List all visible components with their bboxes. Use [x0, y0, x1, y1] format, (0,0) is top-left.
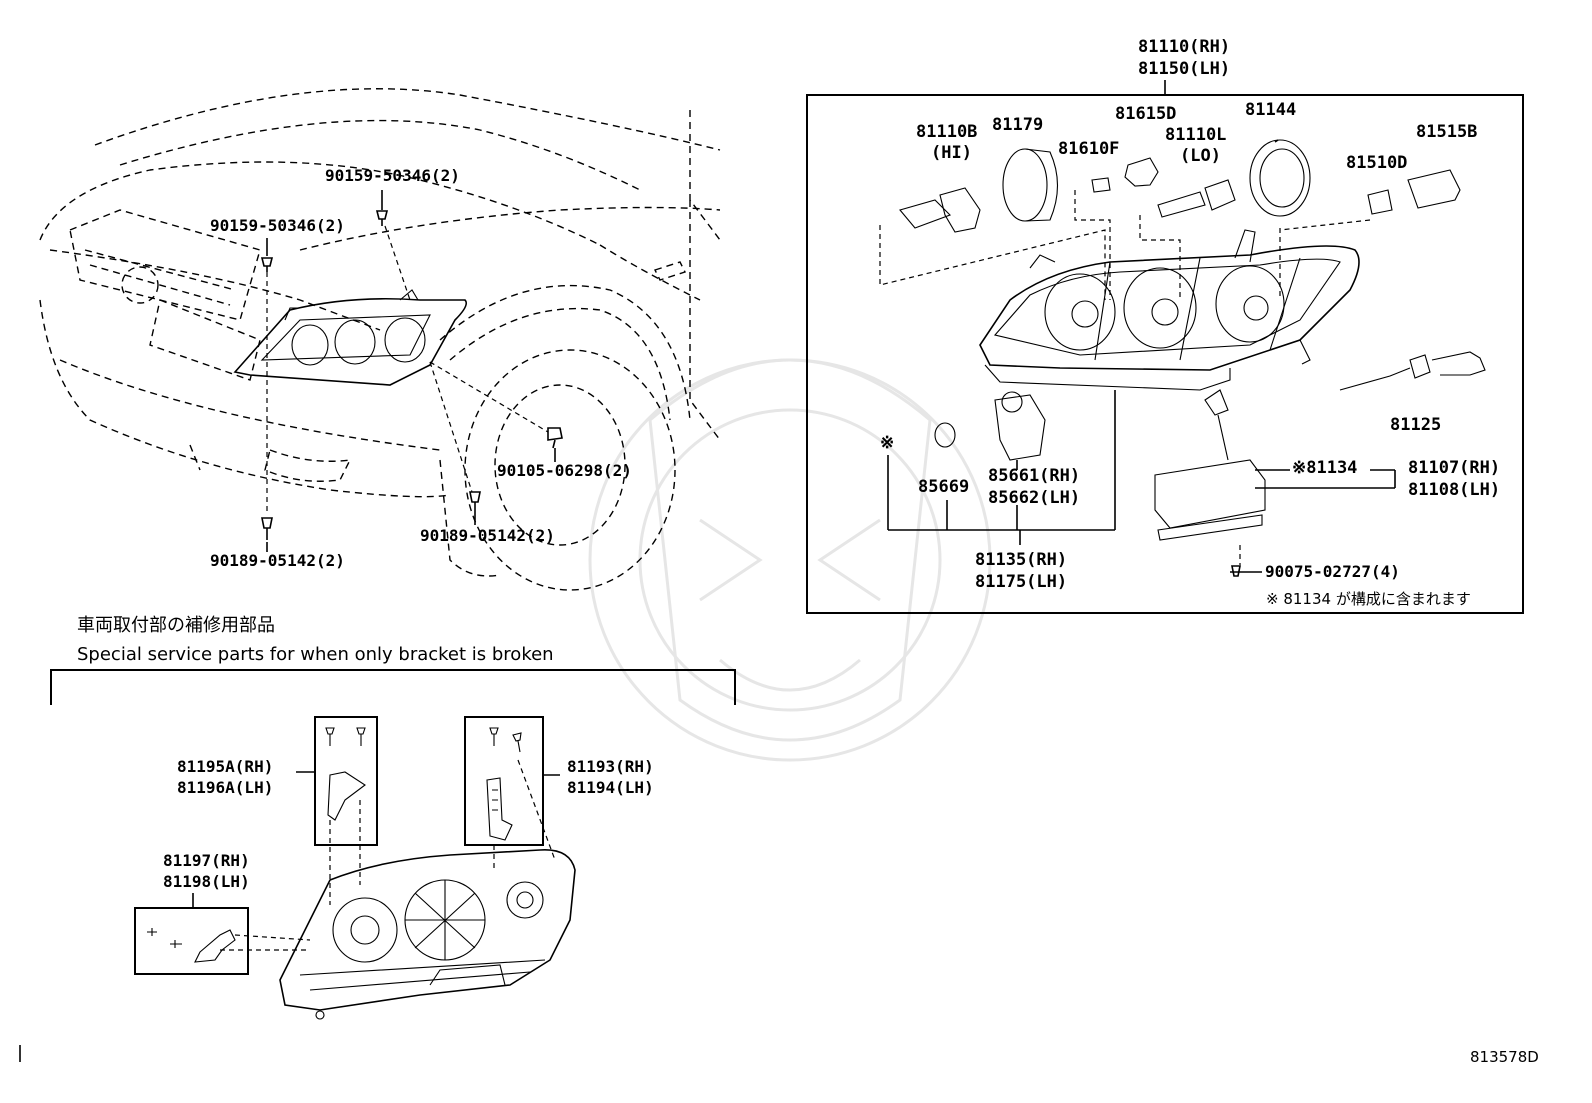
label-clip-mid: 90189-05142(2) [420, 526, 555, 545]
label-asterisk: ※ [880, 433, 894, 453]
label-81110l: 81110L [1165, 125, 1226, 145]
clip-icon [261, 517, 273, 540]
diagram-id: 813578D [1470, 1048, 1539, 1066]
label-81510d: 81510D [1346, 153, 1407, 173]
car-front-illustration [39, 88, 721, 591]
label-81515b: 81515B [1416, 122, 1477, 142]
bolt-icon [375, 210, 389, 226]
clip-icon [469, 491, 481, 510]
label-85661: 85661(RH) [988, 466, 1080, 486]
label-85669: 85669 [918, 477, 969, 497]
label-81193: 81193(RH) [567, 757, 654, 776]
section-title-jp: 車両取付部の補修用部品 [77, 615, 275, 636]
label-81179: 81179 [992, 115, 1043, 135]
bracket-box-81193 [464, 716, 544, 846]
label-81195a: 81195A(RH) [177, 757, 273, 776]
rear-headlamp-illustration [147, 727, 576, 1020]
screw-icon [547, 427, 563, 449]
label-81144: 81144 [1245, 100, 1296, 120]
label-81175: 81175(LH) [975, 572, 1067, 592]
assembly-box [806, 94, 1524, 614]
label-81194: 81194(LH) [567, 778, 654, 797]
label-clip-left: 90189-05142(2) [210, 551, 345, 570]
label-81108: 81108(LH) [1408, 480, 1500, 500]
label-81197: 81197(RH) [163, 851, 250, 870]
label-85662: 85662(LH) [988, 488, 1080, 508]
note-81134-included: ※ 81134 が構成に含まれます [1266, 590, 1471, 608]
screw-icon [1231, 565, 1241, 577]
label-81107: 81107(RH) [1408, 458, 1500, 478]
label-81610f: 81610F [1058, 139, 1119, 159]
label-81198: 81198(LH) [163, 872, 250, 891]
section-title-en: Special service parts for when only brac… [77, 644, 554, 665]
label-81135: 81135(RH) [975, 550, 1067, 570]
label-81134: ※81134 [1292, 458, 1357, 478]
label-81110b: 81110B [916, 122, 977, 142]
label-screw-right: 90105-06298(2) [497, 461, 632, 480]
label-lo: (LO) [1180, 146, 1221, 166]
bracket-box-81195a [314, 716, 378, 846]
label-hi: (HI) [931, 143, 972, 163]
bolt-icon [260, 257, 274, 272]
label-assembly-rh: 81110(RH) [1138, 37, 1230, 57]
label-assembly-lh: 81150(LH) [1138, 59, 1230, 79]
bracket-box-81197 [134, 907, 249, 975]
headlamp-assembly-illustration [879, 139, 1486, 577]
label-bolt-top-a: 90159-50346(2) [210, 216, 345, 235]
watermark-emblem [588, 358, 992, 762]
label-81125: 81125 [1390, 415, 1441, 435]
label-81615d: 81615D [1115, 104, 1176, 124]
label-bolt-top-b: 90159-50346(2) [325, 166, 460, 185]
label-90075: 90075-02727(4) [1265, 562, 1400, 581]
label-81196a: 81196A(LH) [177, 778, 273, 797]
section-bracket [50, 669, 736, 705]
